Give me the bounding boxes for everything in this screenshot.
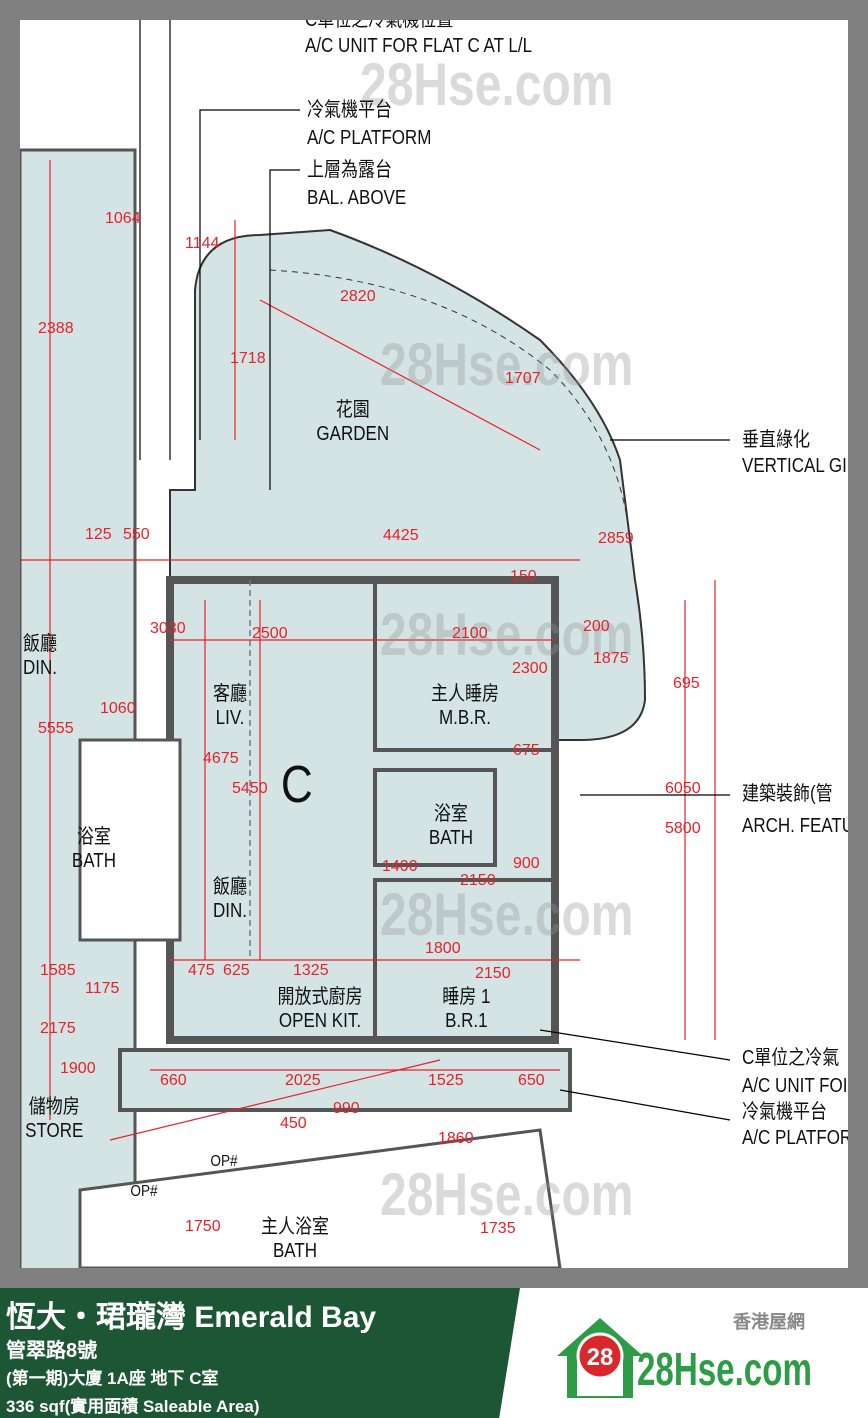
dimension-label: 2820 bbox=[340, 288, 376, 305]
footer-info-panel: 恆大・珺瓏灣 Emerald Bay 管翠路8號 (第一期)大廈 1A座 地下 … bbox=[0, 1288, 520, 1418]
ac-platform-top-zh: 冷氣機平台 bbox=[307, 99, 392, 121]
logo-28hse: 28 香港屋網 28Hse.com bbox=[555, 1308, 825, 1408]
ac-platform-top-en: A/C PLATFORM bbox=[307, 127, 432, 149]
dimension-label: 675 bbox=[513, 742, 540, 759]
vertical-green-en: VERTICAL GI bbox=[742, 455, 847, 477]
bal-above-zh: 上層為露台 bbox=[307, 159, 392, 181]
dimension-label: 1175 bbox=[85, 980, 120, 997]
dimension-label: 2150 bbox=[460, 872, 496, 889]
dimension-label: 625 bbox=[223, 962, 250, 979]
property-area: 336 sqf(實用面積 Saleable Area) bbox=[6, 1397, 260, 1416]
dimension-label: 1060 bbox=[100, 700, 136, 717]
dimension-label: 1750 bbox=[185, 1218, 221, 1235]
dimension-label: 2150 bbox=[475, 965, 511, 982]
watermark: 28Hse.com bbox=[360, 51, 614, 118]
dimension-label: 5450 bbox=[232, 780, 268, 797]
dimension-label: 2859 bbox=[598, 530, 634, 547]
bal-above-en: BAL. ABOVE bbox=[307, 187, 407, 209]
dimension-label: 1585 bbox=[40, 962, 76, 979]
dimension-label: 2388 bbox=[38, 320, 74, 337]
dimension-label: 650 bbox=[518, 1072, 545, 1089]
dimension-label: 660 bbox=[160, 1072, 187, 1089]
arch-feature-en: ARCH. FEATU bbox=[742, 815, 848, 837]
property-unit: (第一期)大廈 1A座 地下 C室 bbox=[6, 1369, 219, 1388]
ac-platform-bottom-en: A/C PLATFOR bbox=[742, 1127, 848, 1149]
ac-unit-top-zh: C單位之冷氣機位置 bbox=[305, 20, 454, 31]
dimension-label: 990 bbox=[333, 1100, 360, 1117]
dimension-label: 6050 bbox=[665, 780, 701, 797]
arch-feature-zh: 建築裝飾(管 bbox=[742, 783, 833, 805]
dimension-label: 1400 bbox=[382, 858, 418, 875]
logo-text: 28Hse.com bbox=[637, 1343, 812, 1395]
dimension-label: 450 bbox=[280, 1115, 307, 1132]
dimension-label: 150 bbox=[510, 568, 537, 585]
dimension-label: 3030 bbox=[150, 620, 186, 637]
floor-plan: 28Hse.com 28Hse.com 28Hse.com 28Hse.com … bbox=[20, 20, 848, 1268]
dimension-label: 1525 bbox=[428, 1072, 464, 1089]
dimension-label: 4675 bbox=[203, 750, 239, 767]
dimension-label: 5555 bbox=[38, 720, 74, 737]
dimension-label: 2300 bbox=[512, 660, 548, 677]
dimension-label: 475 bbox=[188, 962, 215, 979]
watermark: 28Hse.com bbox=[380, 601, 634, 668]
vertical-green-zh: 垂直綠化 bbox=[742, 429, 810, 451]
footer: 恆大・珺瓏灣 Emerald Bay 管翠路8號 (第一期)大廈 1A座 地下 … bbox=[0, 1288, 868, 1418]
dimension-label: 1800 bbox=[425, 940, 461, 957]
dimension-label: 2500 bbox=[252, 625, 288, 642]
dimension-label: 1707 bbox=[505, 370, 541, 387]
flat-letter: C bbox=[280, 756, 313, 814]
dimension-label: 4425 bbox=[383, 527, 419, 544]
dimension-label: 1900 bbox=[60, 1060, 96, 1077]
dimension-label: 550 bbox=[123, 526, 150, 543]
dimension-label: 5800 bbox=[665, 820, 701, 837]
opening-label: OP# bbox=[210, 1153, 238, 1170]
logo-tagline: 香港屋網 bbox=[733, 1312, 805, 1332]
dimension-label: 200 bbox=[583, 618, 610, 635]
property-address: 管翠路8號 bbox=[6, 1340, 98, 1362]
floor-plan-drawing bbox=[20, 20, 731, 1268]
watermark: 28Hse.com bbox=[380, 1161, 634, 1228]
dimension-label: 2100 bbox=[452, 625, 488, 642]
svg-text:28: 28 bbox=[587, 1344, 614, 1371]
opening-label: OP# bbox=[130, 1183, 158, 1200]
watermark: 28Hse.com bbox=[380, 881, 634, 948]
dimension-label: 1144 bbox=[185, 235, 220, 252]
dimension-label: 1325 bbox=[293, 962, 329, 979]
dimension-label: 900 bbox=[513, 855, 540, 872]
house-logo-icon: 28 bbox=[557, 1318, 643, 1398]
dimension-label: 2175 bbox=[40, 1020, 76, 1037]
property-title: 恆大・珺瓏灣 Emerald Bay bbox=[6, 1301, 377, 1334]
dimension-label: 2025 bbox=[285, 1072, 321, 1089]
dimension-label: 695 bbox=[673, 675, 700, 692]
dimension-lines bbox=[20, 160, 716, 1141]
dimension-label: 1064 bbox=[105, 210, 141, 227]
ac-unit-bottom-en: A/C UNIT FOI bbox=[742, 1075, 848, 1097]
ac-unit-bottom-zh: C單位之冷氣 bbox=[742, 1047, 840, 1069]
watermark: 28Hse.com bbox=[380, 331, 634, 398]
garden-area bbox=[169, 228, 647, 741]
dimension-label: 125 bbox=[85, 526, 112, 543]
dimension-label: 1718 bbox=[230, 350, 266, 367]
dimension-label: 1875 bbox=[593, 650, 629, 667]
ac-platform-bottom-zh: 冷氣機平台 bbox=[742, 1101, 827, 1123]
dimension-label: 1735 bbox=[480, 1220, 516, 1237]
dimension-label: 1860 bbox=[438, 1130, 474, 1147]
ac-unit-top-en: A/C UNIT FOR FLAT C AT L/L bbox=[305, 35, 533, 57]
